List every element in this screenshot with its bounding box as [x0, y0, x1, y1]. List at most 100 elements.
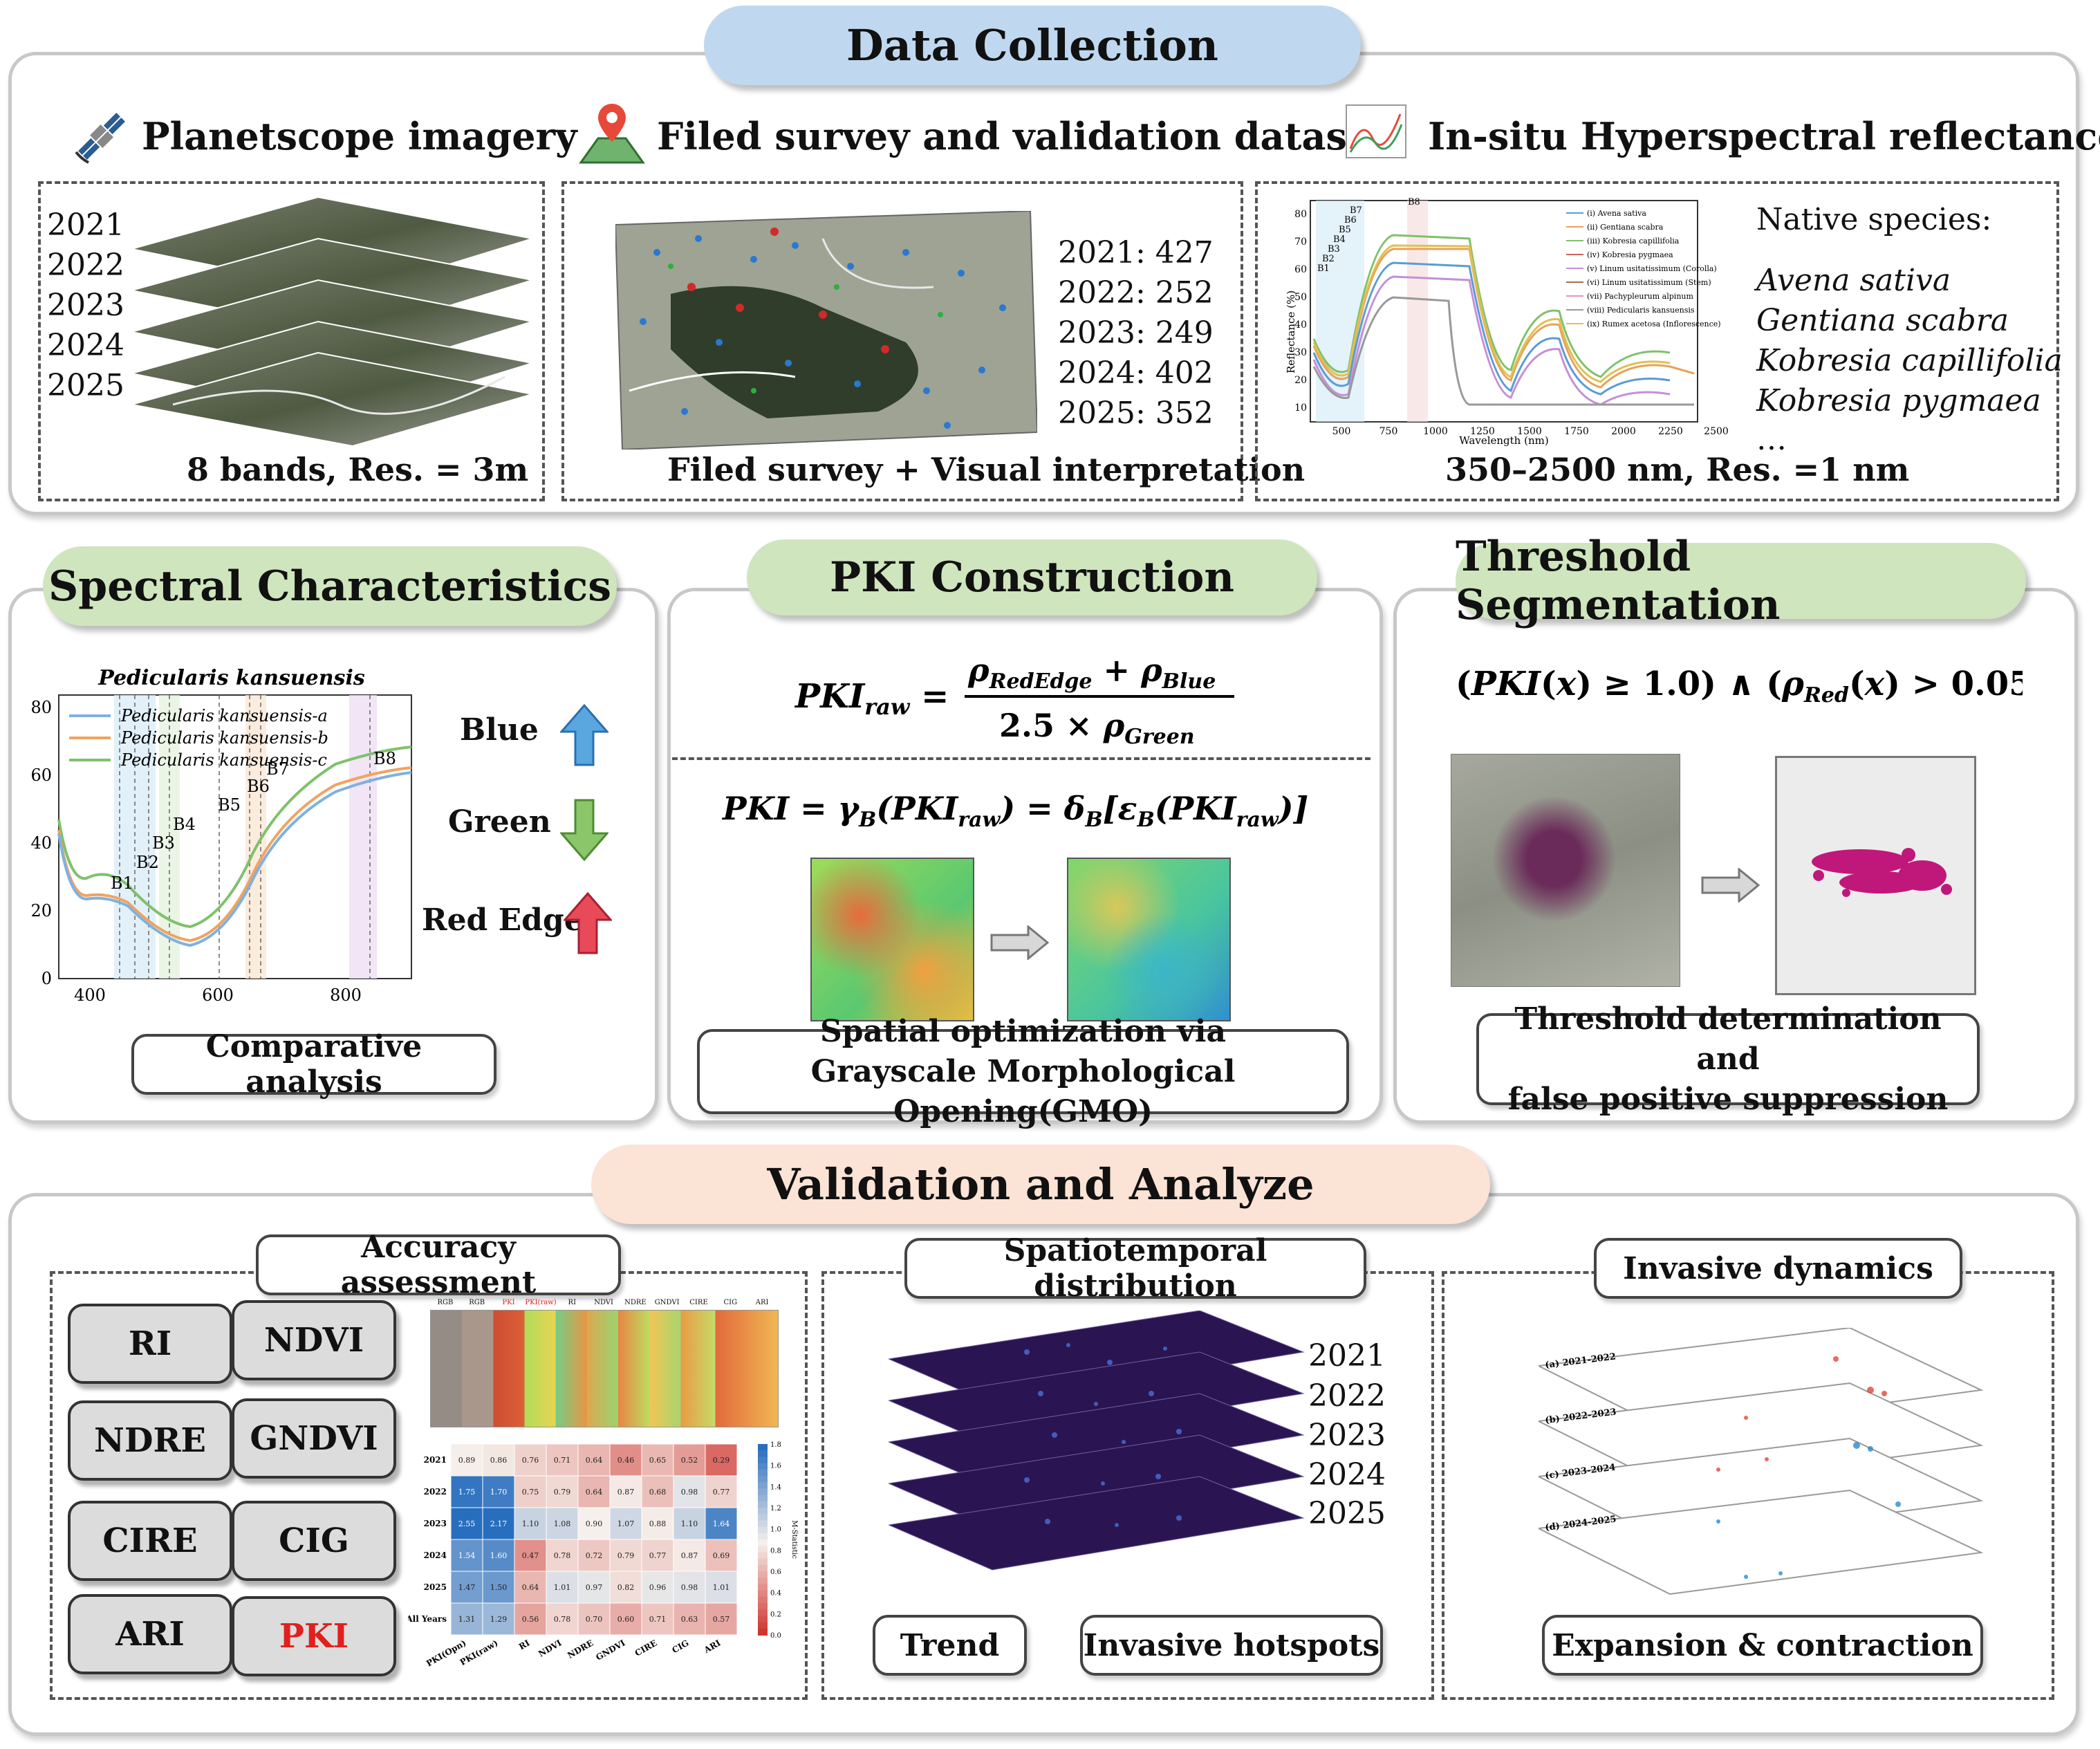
- hyper-band-label: B7: [1350, 205, 1362, 216]
- native-species-item: Gentiana scabra: [1756, 303, 2009, 338]
- heatmap-cell: [514, 1507, 547, 1540]
- index-button-ndvi: NDVI: [232, 1300, 396, 1380]
- planetscope-year: 2025: [47, 368, 124, 403]
- heatmap-value: 0.64: [586, 1456, 603, 1465]
- heatmap-row-label: 2022: [424, 1487, 447, 1497]
- heatmap-cell: [450, 1602, 483, 1636]
- heatmap-value: 0.88: [649, 1519, 667, 1528]
- native-species-item: …: [1756, 422, 1787, 457]
- index-thumbnail-grid: RGB RGB PKI PKI(raw) RI NDVI NDRE GNDVI …: [430, 1299, 779, 1427]
- heatmap-value: 0.64: [586, 1488, 603, 1497]
- index-button-ri: RI: [68, 1304, 232, 1384]
- arrow-label-blue: Blue: [460, 712, 539, 748]
- heatmap-cell: [546, 1602, 579, 1636]
- heatmap-scale-segment: [758, 1564, 768, 1572]
- hyper-xtick: 1000: [1423, 426, 1448, 437]
- arrow-up-red-icon: [562, 891, 613, 957]
- threshold-caption-box: Threshold determination and false positi…: [1476, 1001, 1980, 1117]
- heatmap-col-label: CIG: [670, 1638, 690, 1655]
- field-count: 2025: 352: [1058, 396, 1214, 431]
- thumb-col-label: NDRE: [624, 1299, 647, 1306]
- heatmap-value: 1.54: [458, 1551, 476, 1560]
- heatmap-scale-tick: 0.0: [770, 1632, 781, 1640]
- heatmap-value: 1.01: [554, 1583, 571, 1592]
- heatmap-scale-label: M-Statistic: [790, 1520, 798, 1559]
- comparative-analysis-box: Comparative analysis: [131, 1029, 496, 1100]
- thumb-col-label: CIRE: [689, 1299, 708, 1306]
- thumb-col-label: RGB: [469, 1299, 485, 1306]
- heatmap-scale-segment: [758, 1622, 768, 1629]
- field-count: 2024: 402: [1058, 355, 1214, 391]
- heatmap-cell: [482, 1571, 515, 1604]
- spatio-year: 2022: [1308, 1378, 1386, 1414]
- dynamics-title-box: Invasive dynamics: [1594, 1238, 1962, 1299]
- heatmap-scale-segment: [758, 1501, 768, 1508]
- heatmap-value: 1.47: [458, 1583, 476, 1592]
- arrow-up-blue-icon: [559, 703, 610, 769]
- hyper-ylabel: Reflectance (%): [1285, 290, 1297, 373]
- heatmap-scale-tick: 0.8: [770, 1547, 781, 1555]
- heatmap-value: 0.77: [649, 1551, 667, 1560]
- dynamics-stack: (a) 2021-2022 (b) 2022-2023 (c) 2023-202…: [1536, 1326, 1995, 1614]
- hyper-band-label: B3: [1328, 244, 1340, 255]
- heatmap-scale-segment: [758, 1494, 768, 1502]
- heatmap-value: 0.63: [681, 1615, 698, 1624]
- heatmap-cell: [482, 1443, 515, 1477]
- planetscope-stack: [48, 196, 533, 449]
- heatmap-cell: [705, 1475, 738, 1508]
- native-species-item: Kobresia capillifolia: [1756, 343, 2063, 378]
- heatmap-row-label: 2024: [424, 1551, 447, 1560]
- spectral-band-label: B6: [247, 777, 270, 796]
- expansion-contraction-box: Expansion & contraction: [1542, 1615, 1983, 1676]
- heatmap-scale-segment: [758, 1456, 768, 1464]
- heatmap-scale-segment: [758, 1584, 768, 1591]
- thumb-col-label: PKI(raw): [525, 1299, 557, 1306]
- spectrum-icon: [1345, 104, 1407, 162]
- heatmap-col-label: NDRE: [566, 1638, 595, 1660]
- heatmap-scale-segment: [758, 1450, 768, 1458]
- hyper-legend-entry: (iii) Kobresia capillifolia: [1587, 237, 1680, 246]
- heatmap-scale-segment: [758, 1596, 768, 1604]
- hyper-xtick: 2250: [1658, 426, 1683, 437]
- heatmap-value: 1.75: [458, 1488, 476, 1497]
- spectral-band-label: B7: [266, 759, 289, 779]
- planetscope-caption: 8 bands, Res. = 3m: [187, 451, 529, 488]
- arrow-right-icon: [990, 924, 1050, 963]
- pki-raw-map: [810, 858, 974, 1021]
- heatmap-scale-tick: 0.4: [770, 1590, 781, 1598]
- hyper-band-label: B2: [1322, 254, 1335, 264]
- svg-text:ρRedEdge + ρBlue: ρRedEdge + ρBlue: [967, 651, 1216, 694]
- heatmap-cell: [450, 1443, 483, 1477]
- arrow-down-green-icon: [559, 799, 610, 864]
- heatmap-cell: [609, 1602, 642, 1636]
- heatmap-scale-segment: [758, 1603, 768, 1611]
- svg-text:(PKI(x) ≥ 1.0) ∧ (ρRed(x) > 0.: (PKI(x) ≥ 1.0) ∧ (ρRed(x) > 0.05): [1456, 665, 2023, 707]
- hyper-caption: 350–2500 nm, Res. =1 nm: [1445, 451, 1910, 488]
- hyper-xtick: 500: [1332, 426, 1351, 437]
- heatmap-value: 0.98: [681, 1488, 698, 1497]
- hyper-legend-entry: (iv) Kobresia pygmaea: [1587, 250, 1673, 259]
- heatmap-row-label: 2025: [424, 1582, 447, 1592]
- heatmap-cell: [641, 1571, 674, 1604]
- heatmap-scale-segment: [758, 1463, 768, 1470]
- hyper-band-label: B5: [1339, 225, 1351, 235]
- data-collection-title: Data Collection: [704, 6, 1361, 85]
- heatmap-value: 0.87: [681, 1551, 698, 1560]
- spectral-ytick: 80: [30, 698, 52, 717]
- heatmap-scale-segment: [758, 1526, 768, 1534]
- heatmap-scale-segment: [758, 1628, 768, 1636]
- spectral-band-label: B2: [136, 853, 159, 872]
- field-box: [561, 181, 1243, 501]
- spectral-ytick: 40: [30, 833, 52, 853]
- heatmap-cell: [609, 1507, 642, 1540]
- heatmap-value: 1.10: [681, 1519, 698, 1528]
- heatmap-scale-segment: [758, 1444, 768, 1452]
- heatmap-row-label: 2023: [424, 1519, 447, 1528]
- heatmap-cell: [482, 1602, 515, 1636]
- spectral-xtick: 800: [330, 985, 362, 1005]
- arrow-right-icon: [1701, 867, 1760, 905]
- heatmap-value: 2.17: [490, 1519, 508, 1528]
- heatmap-scale-tick: 0.6: [770, 1568, 781, 1576]
- spectral-ytick: 60: [30, 766, 52, 785]
- trend-box: Trend: [873, 1615, 1027, 1676]
